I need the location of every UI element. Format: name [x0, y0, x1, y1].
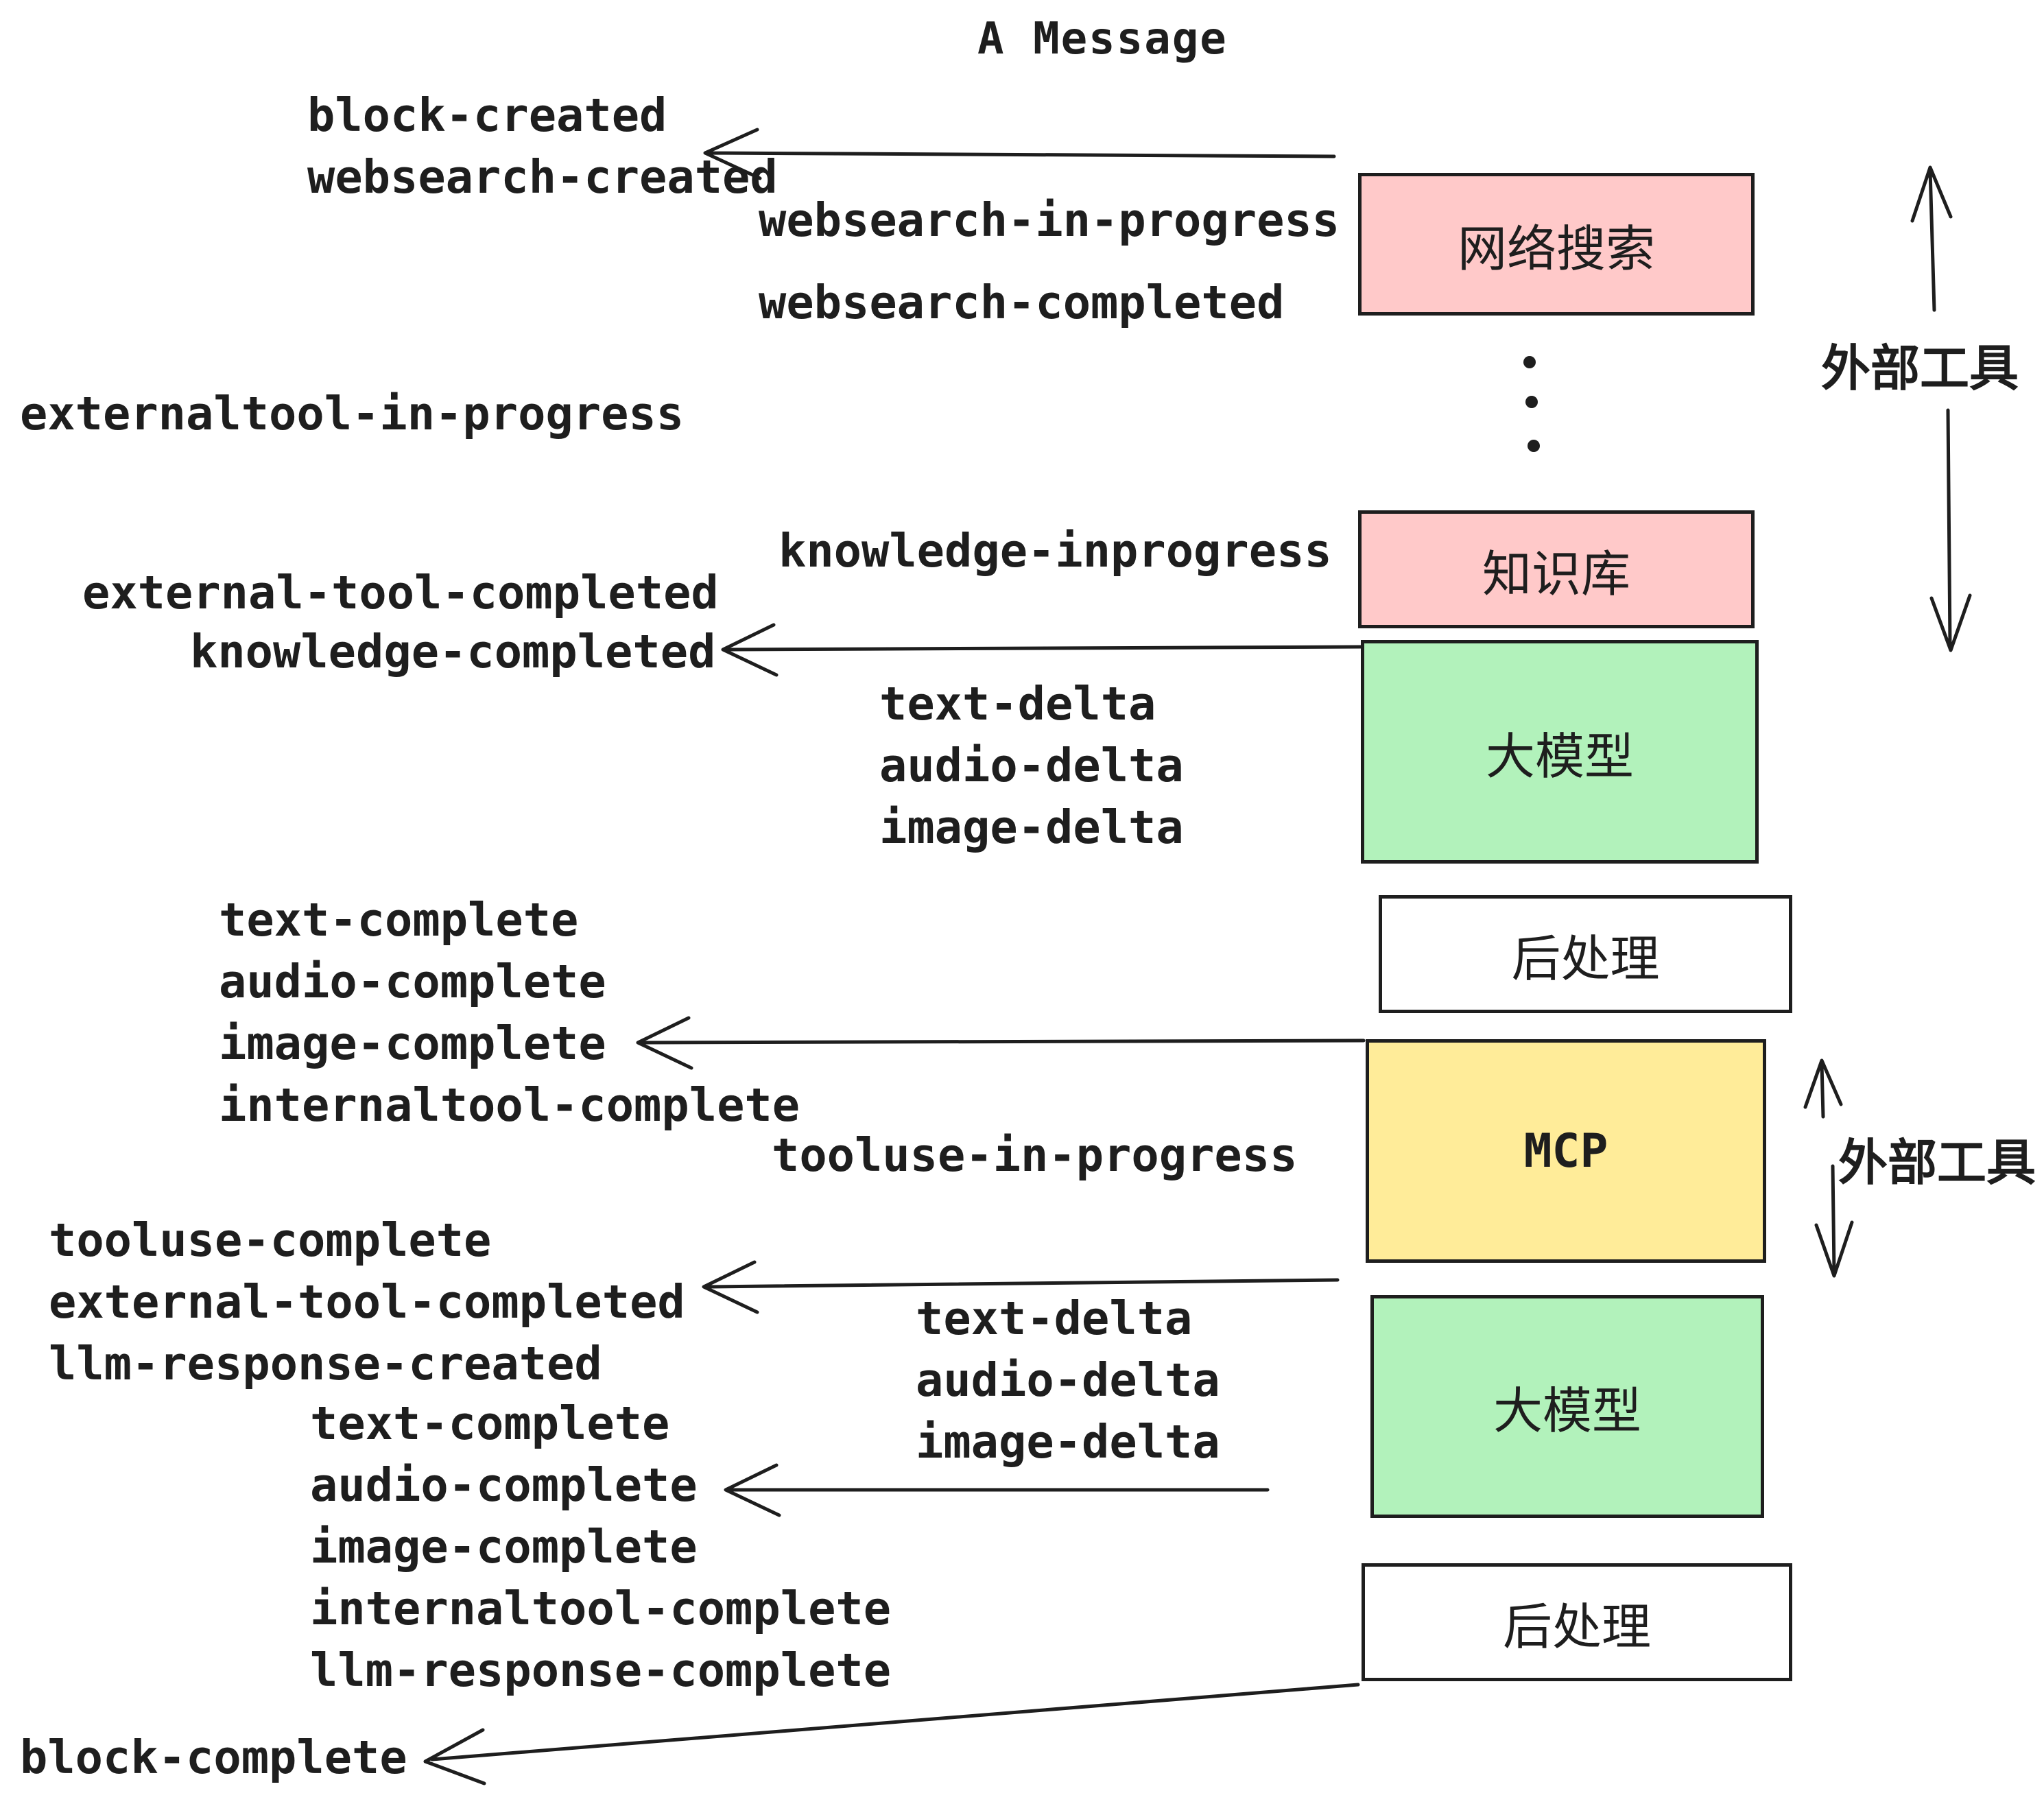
arrow-to-image-complete: [636, 1016, 1366, 1070]
box-post-top-label: 后处理: [1511, 931, 1660, 987]
box-llm-top: 大模型: [1361, 640, 1759, 864]
box-post-top: 后处理: [1379, 895, 1792, 1013]
arrow-to-block-created: [703, 128, 1336, 180]
box-mcp: MCP: [1366, 1039, 1766, 1263]
event-externaltool-in-progress: externaltool-in-progress: [20, 387, 685, 440]
external-tools-label-bottom: 外部工具: [1838, 1136, 2036, 1191]
diagram-title: A Message: [977, 14, 1228, 64]
event-block-complete: block-complete: [20, 1731, 407, 1784]
external-tools-arrow-up-top: [1910, 165, 1953, 312]
external-tools-arrow-down-top: [1929, 408, 1972, 652]
box-post-bottom: 后处理: [1362, 1563, 1792, 1681]
event-delta-top: text-delta audio-delta image-delta: [879, 677, 1184, 854]
arrow-to-block-complete: [423, 1683, 1360, 1785]
event-external-tool-completed: external-tool-completed: [82, 566, 719, 619]
event-tooluse-in-progress: tooluse-in-progress: [772, 1128, 1298, 1182]
box-knowledge: 知识库: [1358, 510, 1755, 628]
dot: [1525, 396, 1538, 408]
dot: [1528, 440, 1540, 452]
dot: [1523, 356, 1536, 368]
ellipsis-dots: [1523, 356, 1540, 452]
box-post-bottom-label: 后处理: [1502, 1600, 1651, 1655]
external-tools-arrow-down-bottom: [1814, 1164, 1854, 1278]
event-knowledge-inprogress: knowledge-inprogress: [779, 524, 1332, 578]
arrow-to-knowledge-completed: [721, 623, 1363, 677]
box-websearch-label: 网络搜索: [1457, 222, 1655, 277]
box-knowledge-label: 知识库: [1482, 547, 1630, 602]
box-llm-top-label: 大模型: [1485, 729, 1634, 785]
box-llm-bottom-label: 大模型: [1493, 1384, 1641, 1439]
event-complete-top: text-complete audio-complete image-compl…: [219, 893, 800, 1132]
external-tools-label-top: 外部工具: [1821, 342, 2019, 396]
event-websearch-in-progress: websearch-in-progress: [759, 193, 1340, 247]
arrow-to-audio-complete: [724, 1463, 1270, 1517]
event-knowledge-completed: knowledge-completed: [190, 625, 716, 678]
box-mcp-label: MCP: [1523, 1124, 1608, 1178]
box-websearch: 网络搜索: [1358, 173, 1755, 316]
arrow-to-tooluse-complete: [702, 1260, 1340, 1314]
event-tooluse-complete-group: tooluse-complete external-tool-completed…: [49, 1213, 685, 1390]
event-complete-bottom: text-complete audio-complete image-compl…: [310, 1397, 892, 1697]
event-block-websearch-created: block-created websearch-created: [307, 88, 778, 204]
event-delta-bottom: text-delta audio-delta image-delta: [916, 1292, 1220, 1469]
external-tools-arrow-up-bottom: [1803, 1058, 1843, 1119]
event-websearch-completed: websearch-completed: [759, 276, 1285, 329]
box-llm-bottom: 大模型: [1370, 1295, 1764, 1518]
